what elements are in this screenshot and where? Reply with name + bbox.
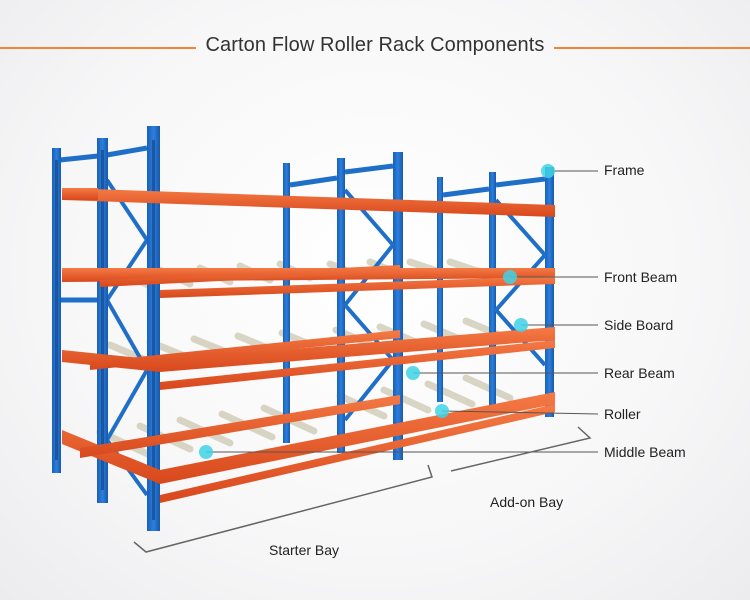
callout-markers: [199, 164, 555, 459]
label-starter-bay: Starter Bay: [269, 542, 340, 558]
bay-brackets: [133, 426, 592, 553]
title-bar: Carton Flow Roller Rack Components: [0, 30, 750, 66]
frame-ties: [59, 145, 546, 303]
rear-uprights: [283, 152, 554, 460]
label-add-on-bay: Add-on Bay: [490, 494, 564, 510]
marker-roller: [435, 404, 449, 418]
marker-front-beam: [503, 270, 517, 284]
label-roller: Roller: [604, 406, 641, 422]
title-rule-right: [554, 47, 750, 49]
label-frame: Frame: [604, 162, 645, 178]
bracket-add-on-bay: [450, 426, 592, 472]
page-title: Carton Flow Roller Rack Components: [205, 34, 545, 56]
label-front-beam: Front Beam: [604, 269, 678, 285]
upright-holes: [55, 140, 155, 520]
label-rear-beam: Rear Beam: [604, 365, 675, 381]
marker-middle-beam: [199, 445, 213, 459]
marker-frame: [541, 164, 555, 178]
label-side-board: Side Board: [604, 317, 674, 333]
label-middle-beam: Middle Beam: [604, 444, 686, 460]
bracket-starter-bay: [133, 464, 433, 553]
title-rule-left: [0, 47, 196, 49]
beams: [62, 188, 555, 503]
marker-rear-beam: [406, 366, 420, 380]
marker-side-board: [514, 318, 528, 332]
